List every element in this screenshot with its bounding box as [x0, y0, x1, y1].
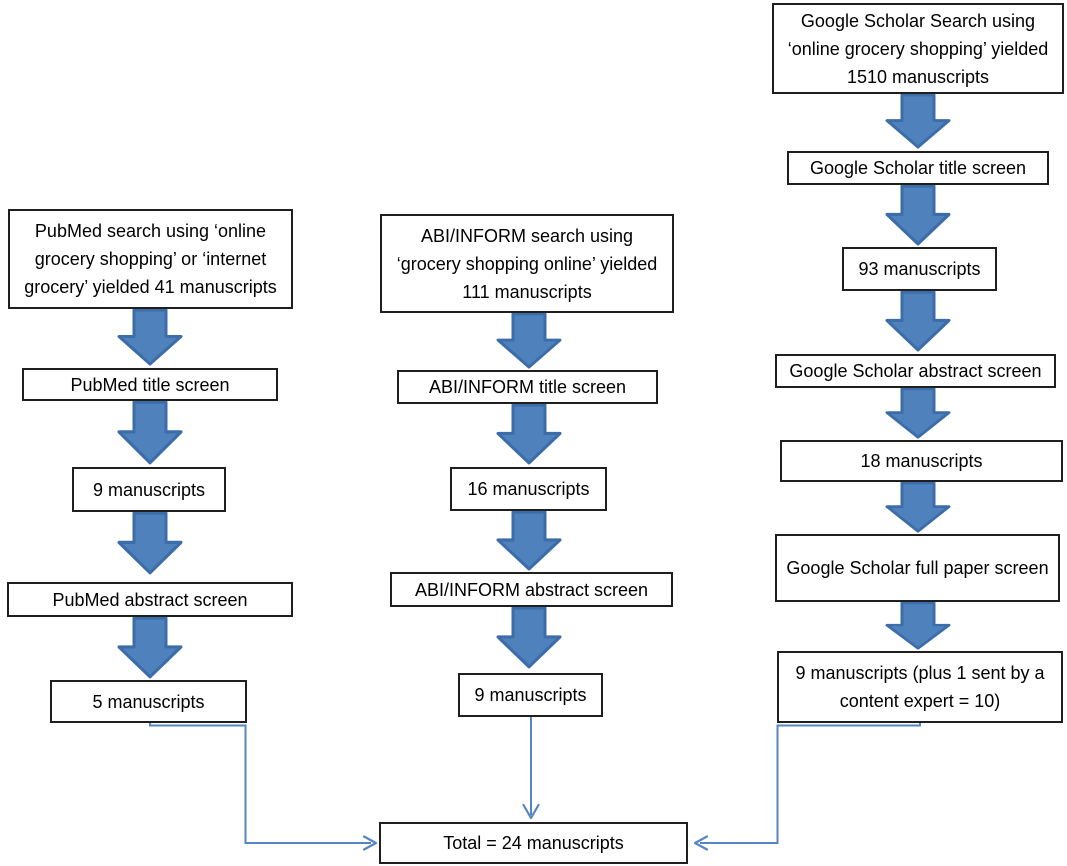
down-arrow-icon [885, 482, 951, 533]
down-arrow-icon [885, 602, 951, 650]
down-arrow-icon [885, 291, 951, 352]
total-manuscripts-box: Total = 24 manuscripts [379, 822, 688, 864]
google-scholar-title-screen-box: Google Scholar title screen [787, 151, 1049, 185]
connector-pubmed-to-total [149, 723, 371, 844]
connector-google-to-total [700, 723, 921, 844]
abi-inform-9-manuscripts-box: 9 manuscripts [458, 673, 603, 717]
pubmed-5-manuscripts-box: 5 manuscripts [50, 680, 247, 723]
down-arrow-icon [117, 512, 183, 575]
down-arrow-icon [885, 94, 951, 149]
pubmed-abstract-screen-box: PubMed abstract screen [7, 582, 293, 617]
abi-inform-search-box: ABI/INFORM search using ‘grocery shoppin… [380, 214, 674, 313]
down-arrow-icon [885, 388, 951, 439]
down-arrow-icon [496, 607, 562, 669]
arrowhead-left-icon [693, 835, 709, 851]
down-arrow-icon [496, 313, 562, 369]
down-arrow-icon [117, 309, 183, 366]
down-arrow-icon [117, 617, 183, 679]
google-scholar-18-manuscripts-box: 18 manuscripts [780, 440, 1063, 482]
google-scholar-93-manuscripts-box: 93 manuscripts [842, 247, 997, 291]
arrowhead-down-icon [522, 803, 540, 820]
pubmed-title-screen-box: PubMed title screen [22, 368, 278, 401]
down-arrow-icon [496, 511, 562, 571]
google-scholar-9-manuscripts-box: 9 manuscripts (plus 1 sent by a content … [777, 651, 1063, 723]
google-scholar-abstract-screen-box: Google Scholar abstract screen [775, 354, 1056, 388]
pubmed-9-manuscripts-box: 9 manuscripts [72, 467, 226, 512]
down-arrow-icon [496, 404, 562, 465]
google-scholar-search-box: Google Scholar Search using ‘online groc… [772, 3, 1064, 94]
abi-inform-16-manuscripts-box: 16 manuscripts [450, 467, 607, 511]
abi-inform-abstract-screen-box: ABI/INFORM abstract screen [390, 572, 673, 607]
abi-inform-title-screen-box: ABI/INFORM title screen [397, 370, 658, 404]
down-arrow-icon [885, 185, 951, 246]
pubmed-search-box: PubMed search using ‘online grocery shop… [8, 209, 293, 309]
down-arrow-icon [117, 401, 183, 465]
google-scholar-full-paper-screen-box: Google Scholar full paper screen [775, 534, 1060, 602]
arrowhead-right-icon [362, 835, 378, 851]
